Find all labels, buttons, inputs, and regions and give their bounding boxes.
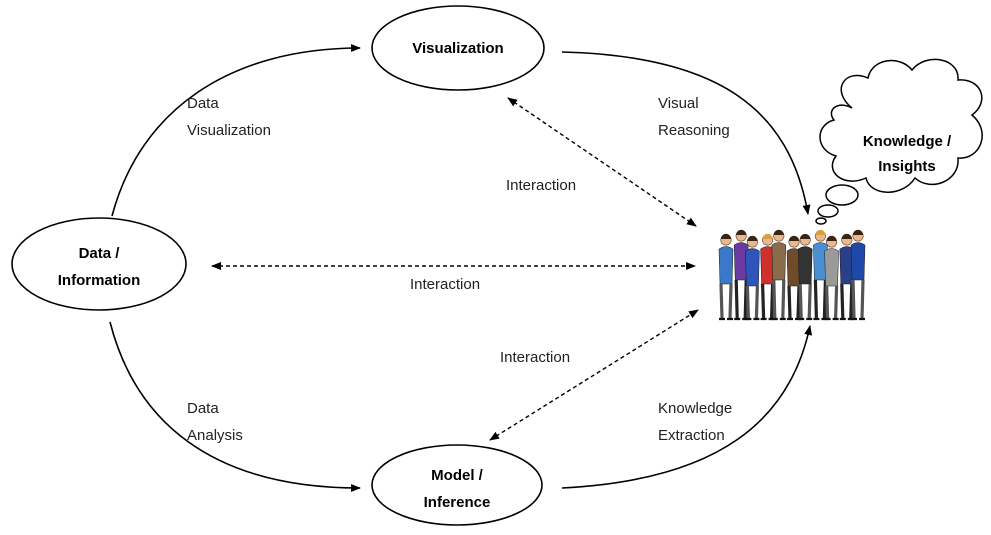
label-interaction-middle: Interaction	[410, 276, 480, 293]
person-figure	[786, 235, 802, 321]
node-knowledge-line2: Insights	[878, 158, 936, 175]
label-data-analysis-1: Data	[187, 400, 219, 417]
node-knowledge-insights: Knowledge / Insights	[815, 58, 983, 225]
edge-interaction-visualization-people	[507, 97, 697, 227]
label-visual-reasoning-2: Reasoning	[658, 122, 730, 139]
label-interaction-top: Interaction	[506, 177, 576, 194]
node-visualization-label: Visualization	[412, 40, 503, 57]
label-interaction-bottom: Interaction	[500, 349, 570, 366]
label-data-analysis-2: Analysis	[187, 427, 243, 444]
person-figure	[760, 233, 775, 321]
node-data-line1: Data /	[79, 245, 121, 262]
edge-model-to-people	[561, 325, 813, 489]
node-model-inference: Model / Inference	[371, 444, 543, 526]
node-model-line2: Inference	[424, 494, 491, 511]
label-knowledge-extraction-1: Knowledge	[658, 400, 732, 417]
label-visual-reasoning-1: Visual	[658, 95, 699, 112]
label-data-visualization-1: Data	[187, 95, 219, 112]
label-knowledge-extraction-2: Extraction	[658, 427, 725, 444]
person-figure	[850, 229, 866, 321]
node-model-line1: Model /	[431, 467, 483, 484]
node-visualization: Visualization	[371, 5, 545, 91]
person-figure	[824, 235, 839, 321]
people-group-illustration	[718, 229, 866, 321]
edge-data-to-visualization	[111, 44, 361, 217]
edge-interaction-model-people	[489, 309, 699, 441]
thought-cloud-shape	[815, 58, 983, 225]
person-figure	[718, 233, 734, 321]
person-figure	[745, 235, 760, 321]
label-data-visualization-2: Visualization	[187, 122, 271, 139]
node-data-information: Data / Information	[11, 217, 187, 311]
person-figure	[797, 233, 813, 321]
edge-data-to-model	[109, 321, 361, 492]
person-figure	[771, 229, 787, 321]
edge-visualization-to-people	[561, 51, 811, 215]
node-knowledge-line1: Knowledge /	[863, 133, 952, 150]
node-data-line2: Information	[58, 272, 141, 289]
